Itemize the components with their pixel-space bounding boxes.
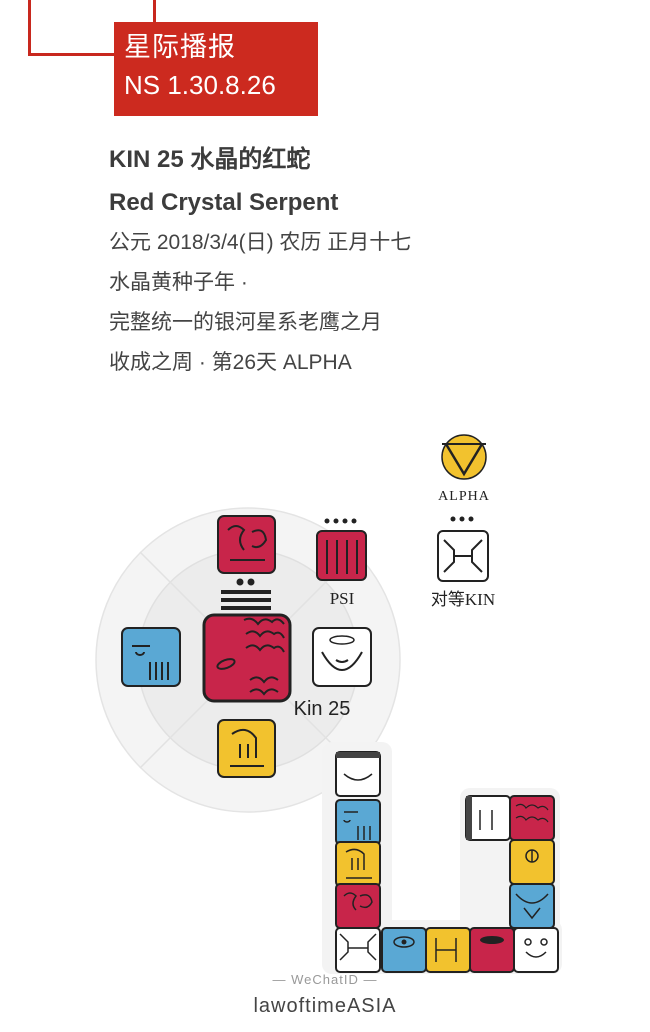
center-serpent-glyph [202,613,292,703]
year-line: 水晶黄种子年 · [109,271,248,294]
week-line: 收成之周 · 第26天 ALPHA [109,351,352,374]
broadcast-badge: 星际播报 NS 1.30.8.26 [114,22,318,116]
occult-glyph [217,719,276,778]
column-tiles [335,751,381,973]
watermark-account: lawoftimeASIA [253,995,397,1017]
english-title: Red Crystal Serpent [109,189,339,216]
kin-label: Kin 25 [294,698,351,720]
badge-title: 星际播报 [124,32,236,62]
row-tiles [381,927,559,973]
antipode-glyph [121,627,181,687]
kin-title: KIN 25 水晶的红蛇 [109,146,311,173]
guide-glyph [217,515,276,574]
analog-kin-label: 对等KIN [431,590,495,609]
moon-line: 完整统一的银河星系老鹰之月 [109,311,382,334]
alpha-symbol-icon [441,434,487,480]
frame-line-right [153,0,156,24]
analog-kin-glyph [437,516,489,582]
date-line: 公元 2018/3/4(日) 农历 正月十七 [109,231,412,254]
right-column-tiles [465,795,555,929]
frame-line-vertical [28,0,31,56]
watermark-wechat-id: — WeChatID — [272,972,378,987]
tone-twelve [221,578,271,610]
frame-line-horizontal [28,53,118,56]
psi-label: PSI [330,589,355,608]
kin-info: KIN 25 水晶的红蛇 Red Crystal Serpent 公元 2018… [109,140,411,383]
alpha-label: ALPHA [438,489,490,504]
badge-date: NS 1.30.8.26 [124,70,276,100]
analog-glyph [312,627,372,687]
psi-glyph [316,518,367,581]
oracle-diagram: PSI Kin 25 ALPHA 对等KIN [95,434,562,974]
